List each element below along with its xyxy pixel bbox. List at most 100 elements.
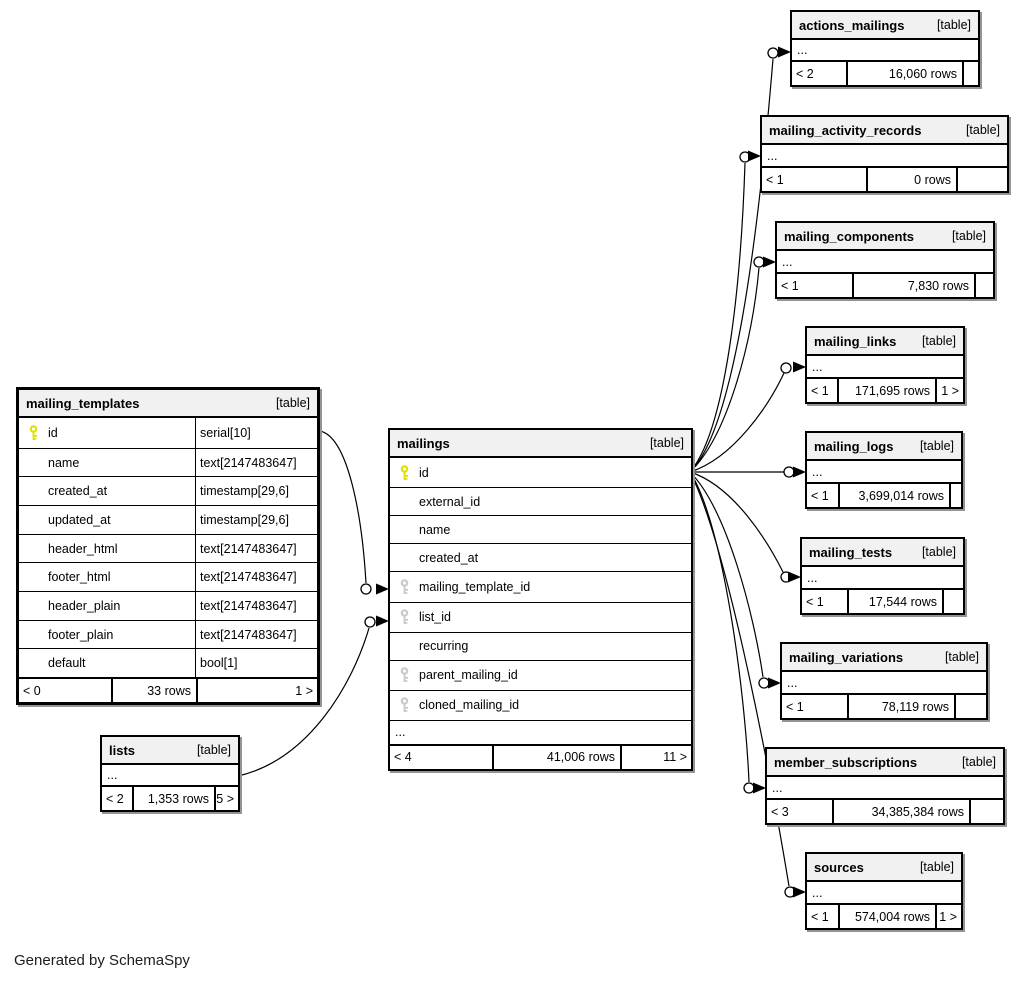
table-header-member_subscriptions: member_subscriptions[table] bbox=[767, 749, 1003, 777]
column-name: header_plain bbox=[48, 598, 121, 613]
incoming-relations-count: < 2 bbox=[796, 66, 814, 81]
relationship-curve-mailings.id-to-mailing_variations bbox=[689, 471, 764, 678]
column-type: text[2147483647] bbox=[195, 448, 317, 477]
table-name[interactable]: mailing_logs bbox=[814, 438, 894, 454]
table-header-mailings: mailings [table] bbox=[390, 430, 691, 458]
table-header-mailing_variations: mailing_variations [table] bbox=[782, 644, 986, 672]
table-name[interactable]: mailing_templates bbox=[26, 395, 140, 411]
column-type: timestamp[29,6] bbox=[195, 506, 317, 534]
column-type: text[2147483647] bbox=[195, 592, 317, 620]
column-name: id bbox=[419, 465, 429, 480]
table-name[interactable]: lists bbox=[109, 742, 136, 758]
ellipsis-row: ... bbox=[390, 719, 691, 744]
table-type-label: [table] bbox=[936, 18, 971, 32]
column-type: bool[1] bbox=[195, 649, 317, 678]
incoming-relations-count: < 1 bbox=[766, 172, 784, 187]
row-count: 7,830 rows bbox=[852, 274, 974, 297]
row-count: 1,353 rows bbox=[132, 787, 214, 810]
arrowhead-mailing_components bbox=[763, 256, 776, 268]
table-type-label: [table] bbox=[965, 123, 1000, 137]
table-type-label: [table] bbox=[944, 650, 979, 664]
table-name[interactable]: member_subscriptions bbox=[774, 754, 918, 770]
column-name: header_html bbox=[48, 541, 118, 556]
column-row-created_at: created_at bbox=[390, 543, 691, 571]
table-name[interactable]: mailing_variations bbox=[789, 649, 904, 665]
column-name: footer_plain bbox=[48, 627, 114, 642]
table-name[interactable]: mailing_activity_records bbox=[769, 122, 922, 138]
table-type-label: [table] bbox=[275, 396, 310, 410]
key-slot bbox=[399, 609, 411, 625]
ellipsis-row: ... bbox=[807, 570, 818, 585]
column-type: timestamp[29,6] bbox=[195, 477, 317, 506]
column-name: cloned_mailing_id bbox=[419, 698, 520, 713]
arrowhead-actions_mailings bbox=[778, 46, 791, 58]
arrowhead-mailing_tests bbox=[788, 571, 801, 583]
row-count: 78,119 rows bbox=[847, 695, 954, 718]
table-name[interactable]: mailing_components bbox=[784, 228, 915, 244]
ellipsis-row: ... bbox=[812, 885, 823, 900]
column-name: name bbox=[419, 522, 451, 537]
row-count: 0 rows bbox=[866, 168, 956, 191]
table-header-mailing_templates: mailing_templates [table] bbox=[19, 390, 317, 418]
table-type-label: [table] bbox=[649, 436, 684, 450]
column-name: default bbox=[48, 656, 86, 671]
ellipsis-row: ... bbox=[782, 254, 793, 269]
row-count: 34,385,384 rows bbox=[832, 800, 969, 823]
cardinality-circle-mailings.mailing_template_id bbox=[360, 583, 372, 595]
relationship-curve-mailing_templates.id-to-mailings.mailing_template_id bbox=[319, 430, 367, 584]
row-count: 41,006 rows bbox=[492, 745, 620, 769]
table-footer-mailing_activity_records: < 1 0 rows bbox=[762, 166, 1007, 191]
foreign-key-icon bbox=[400, 697, 409, 713]
outgoing-relations-count bbox=[954, 695, 986, 718]
table-name[interactable]: sources bbox=[814, 859, 864, 875]
row-count: 16,060 rows bbox=[846, 62, 962, 85]
table-header-sources: sources [table] bbox=[807, 854, 961, 882]
table-name[interactable]: mailing_tests bbox=[809, 544, 893, 560]
column-name: list_id bbox=[419, 610, 451, 625]
arrowhead-mailing_variations bbox=[768, 677, 781, 689]
foreign-key-icon bbox=[400, 609, 409, 625]
arrowhead-mailings.mailing_template_id bbox=[376, 583, 389, 595]
table-type-label: [table] bbox=[919, 860, 954, 874]
generator-credit: Generated by SchemaSpy bbox=[14, 952, 190, 969]
relationship-curve-mailings.id-to-mailing_activity_records bbox=[689, 162, 746, 473]
column-name: external_id bbox=[419, 494, 481, 509]
table-name[interactable]: actions_mailings bbox=[799, 17, 905, 33]
table-name[interactable]: mailing_links bbox=[814, 333, 897, 349]
outgoing-relations-count bbox=[942, 590, 963, 613]
cardinality-circle-mailings.list_id bbox=[364, 616, 376, 628]
key-slot bbox=[399, 579, 411, 595]
table-name[interactable]: mailings bbox=[397, 435, 450, 451]
column-type: text[2147483647] bbox=[195, 534, 317, 563]
key-slot bbox=[399, 697, 411, 713]
outgoing-relations-count bbox=[969, 800, 1003, 823]
table-type-label: [table] bbox=[919, 439, 954, 453]
incoming-relations-count: < 1 bbox=[786, 699, 804, 714]
column-name: parent_mailing_id bbox=[419, 668, 518, 683]
cardinality-circle-mailing_links bbox=[780, 362, 792, 374]
key-slot bbox=[28, 425, 40, 441]
ellipsis-row: ... bbox=[772, 780, 783, 795]
foreign-key-icon bbox=[400, 667, 409, 683]
column-name: footer_html bbox=[48, 570, 111, 585]
ellipsis-row: ... bbox=[812, 359, 823, 374]
incoming-relations-count: < 1 bbox=[806, 594, 824, 609]
